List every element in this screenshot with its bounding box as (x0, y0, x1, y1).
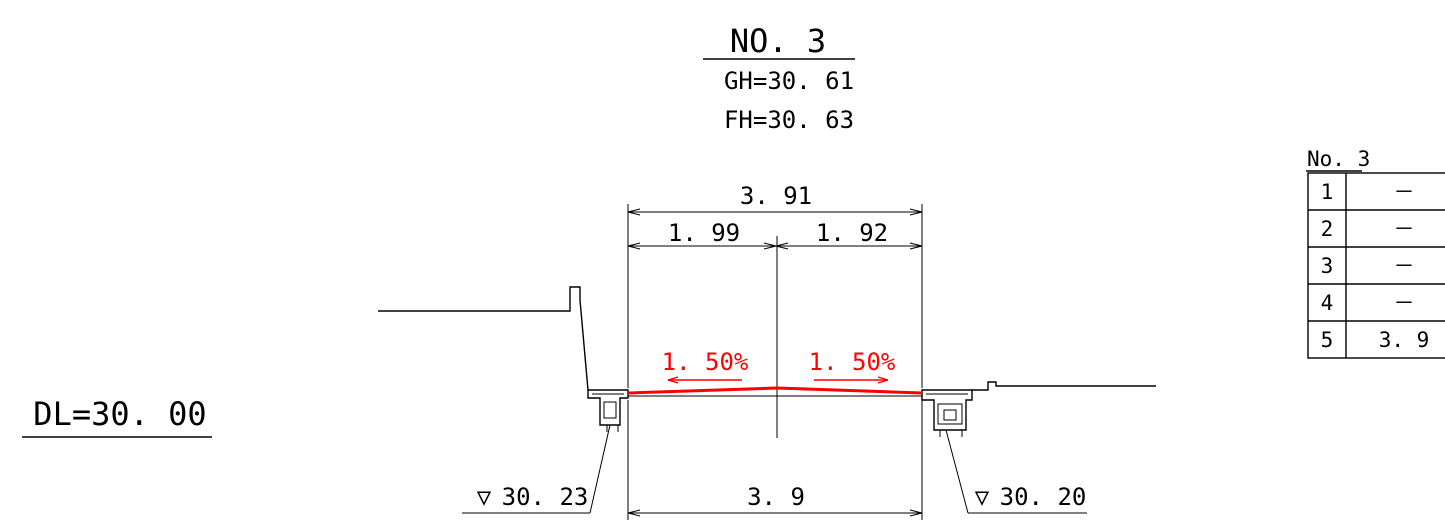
table-row: 2 － (1321, 217, 1415, 241)
datum-level-label: DL=30. 00 (33, 395, 206, 433)
table-row-value: － (1394, 217, 1415, 241)
slope-left-label: 1. 50% (662, 348, 749, 376)
dimension-left-top: 1. 99 (627, 219, 777, 250)
elevation-left-label: 30. 23 (502, 483, 589, 511)
elevation-right: ▽ 30. 20 (945, 429, 1087, 514)
right-ground-line (972, 381, 1156, 391)
table-row: 5 3. 9 (1321, 328, 1430, 352)
section-title: NO. 3 (730, 22, 826, 60)
ground-height-label: GH=30. 61 (724, 67, 854, 95)
elevation-left: ▽ 30. 23 (462, 424, 611, 514)
dimension-total-top: 3. 91 (627, 182, 923, 216)
dimension-bottom-label: 3. 9 (747, 483, 805, 511)
table-row-value: 3. 9 (1379, 328, 1430, 352)
table-title: No. 3 (1307, 147, 1370, 171)
table-row-number: 3 (1321, 254, 1334, 278)
formation-height-label: FH=30. 63 (724, 106, 854, 134)
table-row-number: 1 (1321, 180, 1334, 204)
dimension-bottom: 3. 9 (627, 483, 923, 517)
dimension-total-top-label: 3. 91 (740, 182, 812, 210)
values-table: No. 3 1 － 2 － 3 － 4 － 5 3. 9 (1306, 147, 1445, 359)
table-row-value: － (1394, 180, 1415, 204)
right-gutter (921, 389, 973, 437)
table-row-value: － (1394, 291, 1415, 315)
slope-right: 1. 50% (809, 348, 896, 384)
table-row-number: 2 (1321, 217, 1334, 241)
table-row-number: 5 (1321, 328, 1334, 352)
slope-left: 1. 50% (662, 348, 749, 384)
dimension-right-top: 1. 92 (775, 219, 923, 250)
table-row: 4 － (1321, 291, 1415, 315)
slope-right-label: 1. 50% (809, 348, 896, 376)
dimension-left-top-label: 1. 99 (668, 219, 740, 247)
elevation-right-label: 30. 20 (1000, 483, 1087, 511)
table-row-value: － (1394, 254, 1415, 278)
left-ground-line (378, 286, 589, 391)
road-surface (627, 386, 923, 395)
elevation-left-marker: ▽ (477, 483, 492, 511)
table-row: 3 － (1321, 254, 1415, 278)
elevation-right-marker: ▽ (975, 483, 990, 511)
table-row-number: 4 (1321, 291, 1334, 315)
dimension-right-top-label: 1. 92 (816, 219, 888, 247)
table-row: 1 － (1321, 180, 1415, 204)
left-gutter (587, 389, 629, 432)
